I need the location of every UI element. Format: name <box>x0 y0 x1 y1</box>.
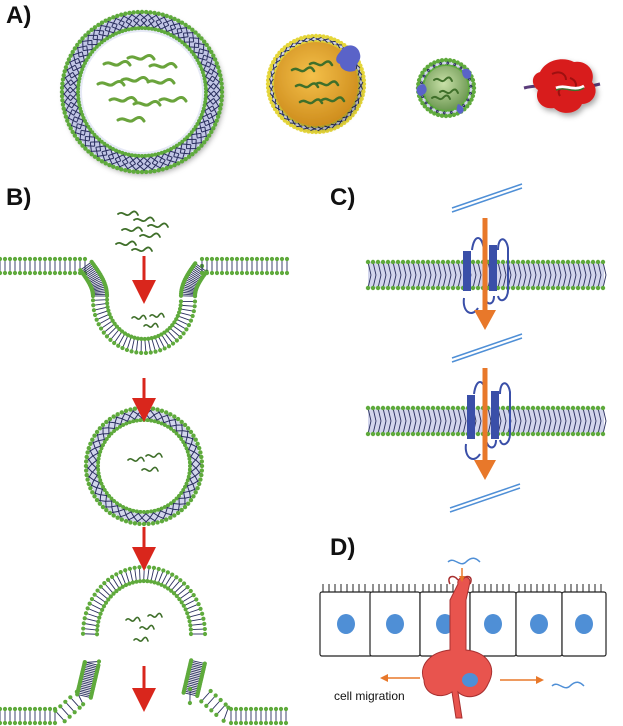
cell-nucleus <box>530 614 548 634</box>
cell-nucleus <box>337 614 355 634</box>
endocytic-vesicle <box>83 405 205 527</box>
dna-strand-d-right <box>551 681 585 689</box>
protein-complex-icon <box>523 59 601 113</box>
epithelial-cell <box>561 584 607 657</box>
orange-arrow-icon <box>474 218 496 480</box>
nanoparticle-icon <box>415 57 477 119</box>
panel-a <box>59 9 601 175</box>
dna-strand <box>449 183 523 513</box>
cell-nucleus <box>484 614 502 634</box>
panel-c-label: C) <box>330 184 356 211</box>
cell-nucleus <box>386 614 404 634</box>
epithelial-cell <box>469 584 517 657</box>
micelle-icon <box>265 33 367 135</box>
membrane-fusion <box>0 564 289 726</box>
cell-nucleus <box>575 614 593 634</box>
cell-migration-caption: cell migration <box>334 689 405 703</box>
panel-d: cell migration <box>319 557 607 719</box>
panel-b-label: B) <box>6 184 32 211</box>
panel-b <box>0 210 290 726</box>
dna-strand-d-top <box>447 557 481 565</box>
cargo-molecules <box>115 210 169 253</box>
liposome-icon <box>59 9 225 175</box>
cell-icon <box>422 575 493 719</box>
panel-a-label: A) <box>6 2 32 29</box>
panel-c <box>365 183 607 513</box>
epithelial-cell <box>369 584 421 657</box>
epithelial-cell <box>515 584 563 657</box>
panel-d-label: D) <box>330 534 356 561</box>
membrane-invagination <box>0 256 290 356</box>
migration-arrows <box>380 568 544 684</box>
epithelial-cell <box>319 584 373 657</box>
